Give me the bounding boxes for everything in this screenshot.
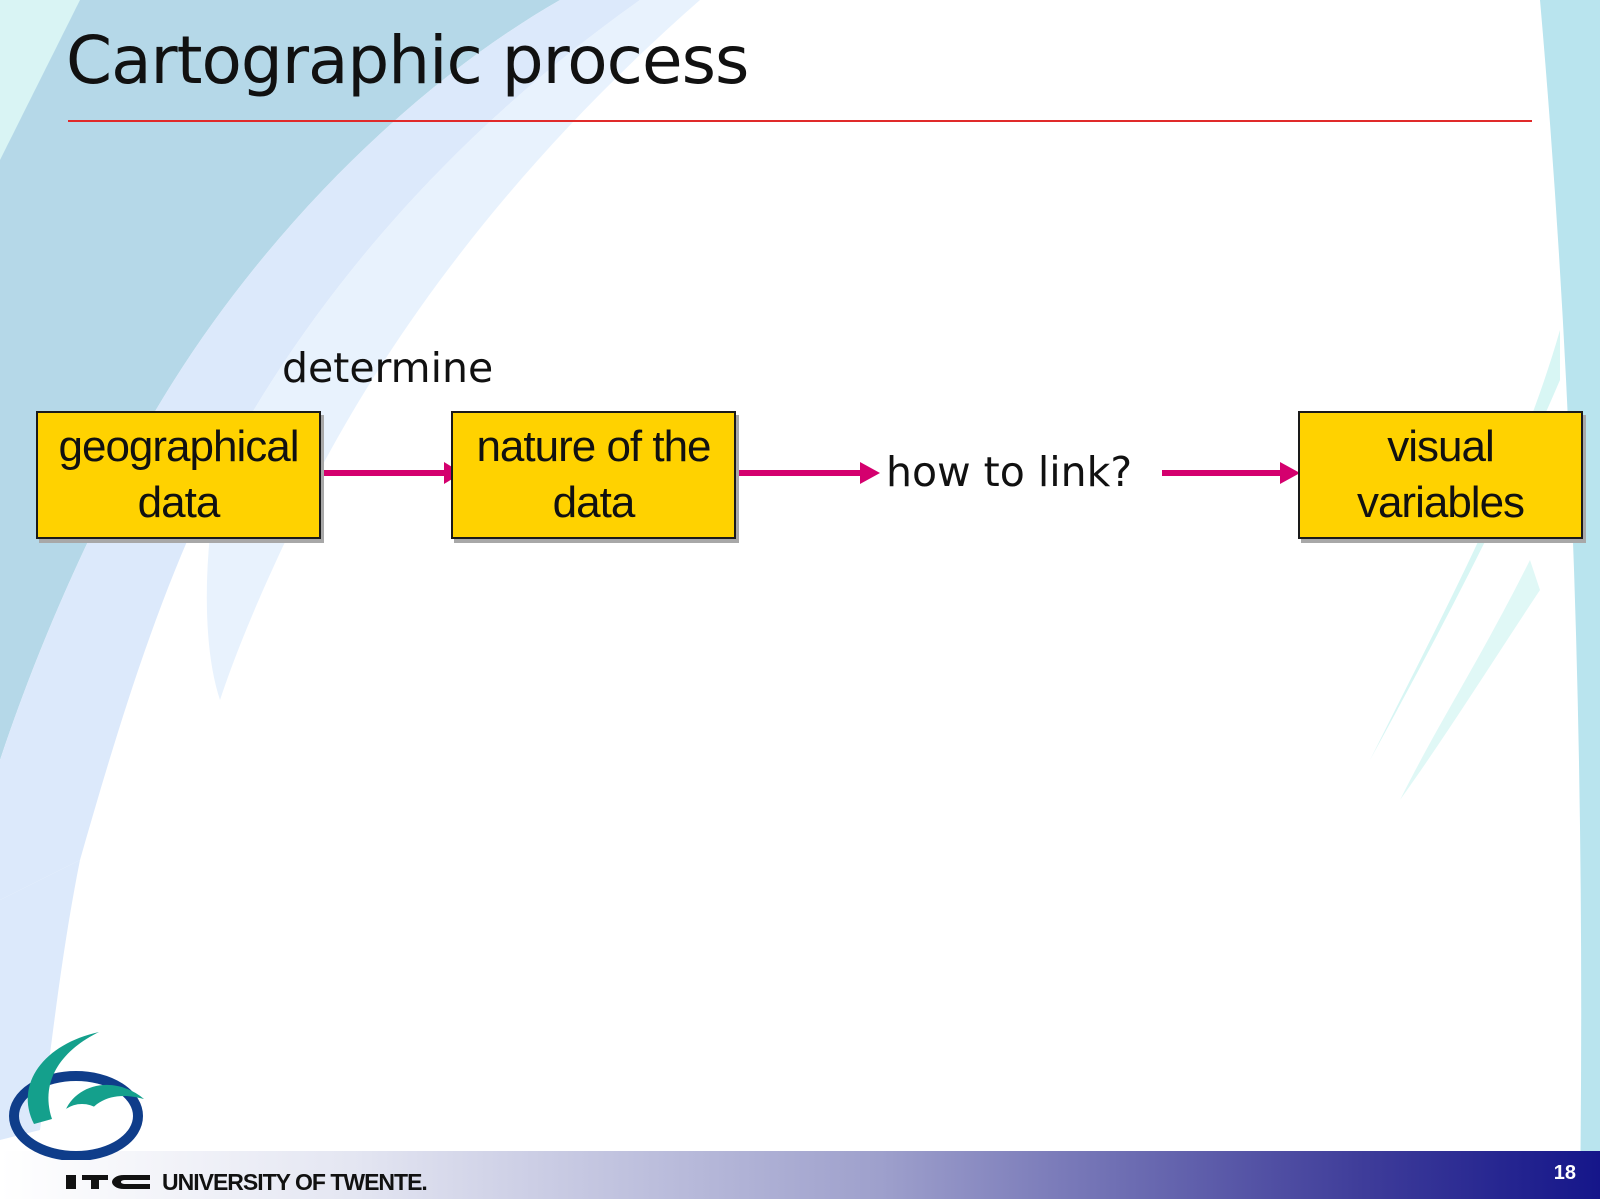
node-visual-variables-line-1: visual variables bbox=[1356, 422, 1525, 527]
arrowhead-label-to-visual bbox=[1280, 462, 1300, 484]
node-nature-of-data: nature of the data bbox=[451, 411, 736, 539]
footer-institution-name: UNIVERSITY OF TWENTE. bbox=[162, 1168, 428, 1195]
slide-number: 18 bbox=[1553, 1162, 1576, 1184]
itc-swirl-emblem-icon bbox=[9, 1032, 144, 1160]
title-divider bbox=[68, 120, 1532, 122]
edge-label-how-to-link: how to link? bbox=[886, 448, 1133, 496]
footer-bar bbox=[0, 1151, 1600, 1199]
node-visual-variables: visual variables bbox=[1298, 411, 1583, 539]
node-geographical-data-line-1: geographical bbox=[58, 422, 300, 471]
edge-label-determine: determine bbox=[282, 344, 494, 392]
itc-wordmark-icon bbox=[66, 1175, 150, 1189]
footer-logo: UNIVERSITY OF TWENTE. bbox=[66, 1167, 428, 1197]
node-geographical-data: geographical data bbox=[36, 411, 321, 539]
slide-title: Cartographic process bbox=[66, 22, 749, 99]
node-geographical-data-line-2: data bbox=[137, 478, 221, 527]
node-nature-of-data-line-1: nature of the bbox=[476, 422, 711, 471]
arrowhead-nature-to-label bbox=[860, 462, 880, 484]
node-nature-of-data-line-2: data bbox=[552, 478, 636, 527]
